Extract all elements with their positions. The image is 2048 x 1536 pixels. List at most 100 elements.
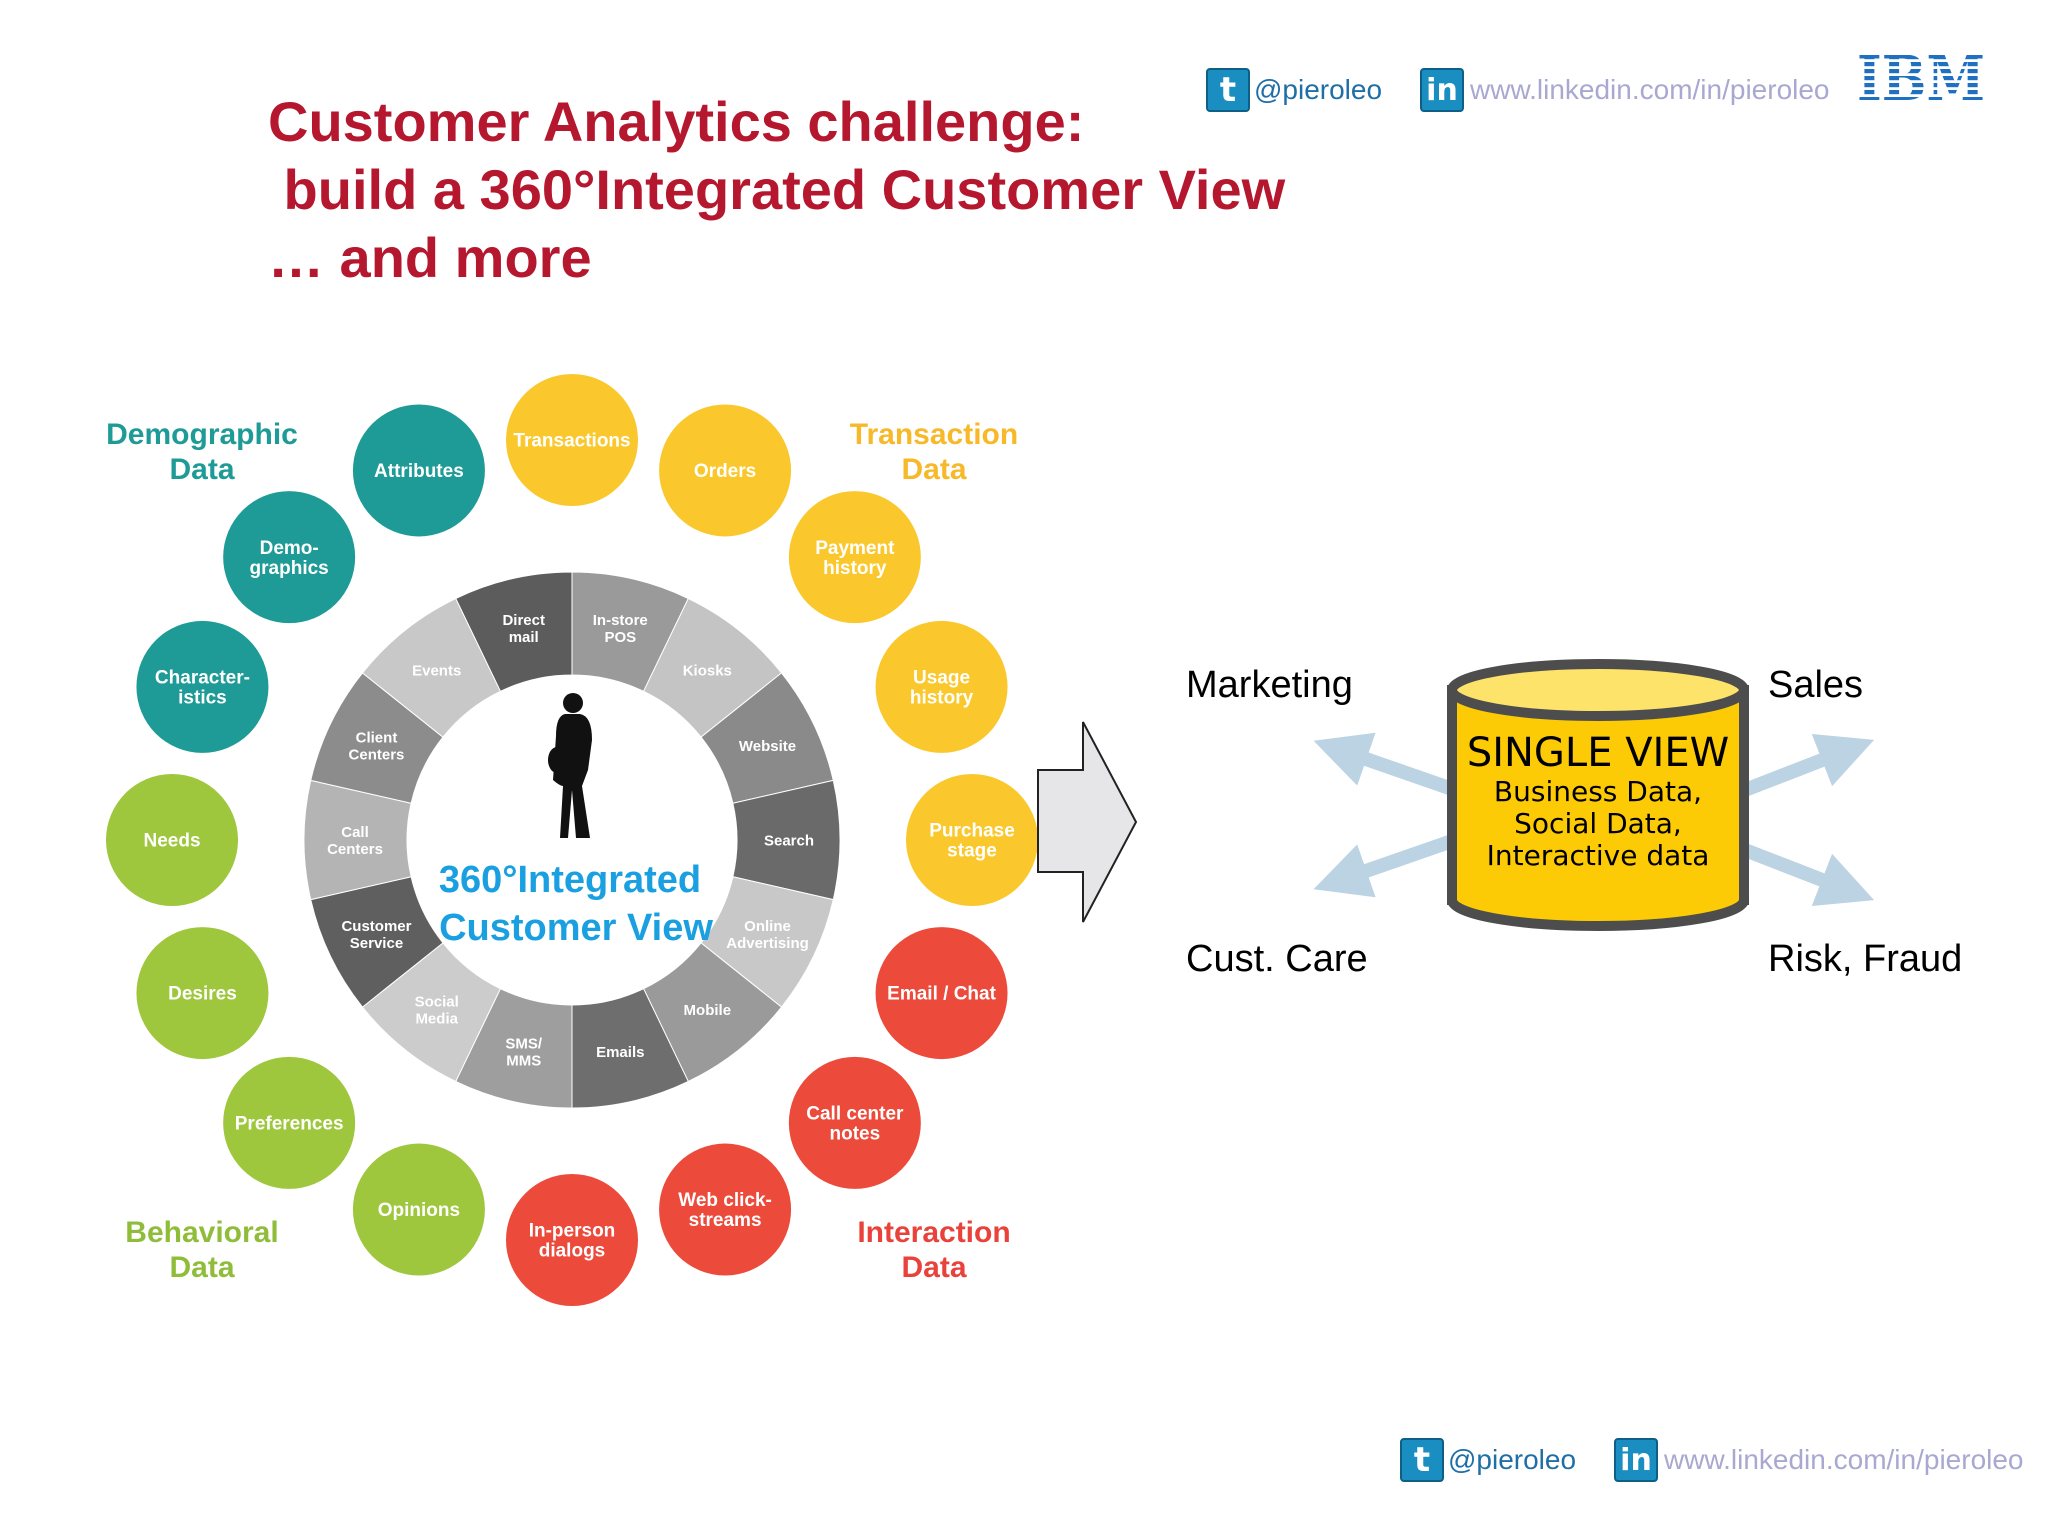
arrow-marketing-icon [1313, 732, 1458, 797]
label-marketing: Marketing [1186, 664, 1353, 706]
label-sales: Sales [1768, 664, 1864, 706]
ring-label-call-centers-line: Centers [327, 841, 383, 858]
ring-label-events-line: Events [412, 663, 461, 680]
source-label-call-center-notes-line: notes [829, 1123, 880, 1144]
arrow-risk-fraud-icon [1742, 843, 1875, 906]
source-label-transactions: Transactions [513, 431, 630, 452]
ring-label-call-centers-line: Call [341, 824, 369, 841]
source-label-call-center-notes-line: Call center [806, 1103, 904, 1124]
group-label-interaction-data-line: Interaction [857, 1216, 1010, 1249]
source-circle-character-istics [136, 620, 269, 753]
source-label-preferences: Preferences [235, 1113, 344, 1134]
source-label-opinions: Opinions [378, 1200, 460, 1221]
source-circle-attributes [352, 404, 485, 537]
source-label-transactions-line: Transactions [513, 431, 630, 452]
ring-label-online-advertising-line: Advertising [726, 935, 809, 952]
source-circle-transactions [506, 374, 638, 506]
source-label-web-click-streams-line: Web click- [678, 1190, 772, 1211]
ring-label-in-store-pos-line: POS [604, 629, 636, 646]
source-circle-in-person-dialogs [506, 1174, 638, 1306]
ring-label-direct-mail-line: mail [509, 629, 539, 646]
title-line-2: build a 360°Integrated Customer View [268, 158, 1286, 221]
source-label-demo-graphics-line: Demo- [260, 538, 319, 559]
source-circle-email-chat [875, 927, 1008, 1060]
ring-label-website-line: Website [739, 738, 796, 755]
group-label-demographic-data-line: Demographic [106, 418, 298, 451]
ring-label-sms-mms-line: SMS/ [505, 1035, 543, 1052]
header-twitter[interactable]: t @pieroleo [1206, 68, 1382, 112]
ring-label-in-store-pos-line: In-store [593, 612, 648, 629]
ring-label-social-media-line: Social [415, 993, 459, 1010]
source-label-demo-graphics-line: graphics [250, 558, 329, 579]
ring-label-sms-mms-line: MMS [506, 1052, 541, 1069]
ring-label-kiosks: Kiosks [683, 663, 732, 680]
source-label-usage-history-line: history [910, 688, 974, 709]
ring-label-customer-service-line: Service [350, 935, 403, 952]
source-label-orders: Orders [694, 461, 756, 482]
source-label-character-istics-line: istics [178, 688, 227, 709]
ring-label-online-advertising-line: Online [744, 918, 791, 935]
source-label-attributes: Attributes [374, 461, 464, 482]
arrow-sales-icon [1742, 734, 1875, 797]
ring-label-kiosks-line: Kiosks [683, 663, 732, 680]
source-label-attributes-line: Attributes [374, 461, 464, 482]
ring-label-search: Search [764, 832, 814, 849]
ring-label-emails-line: Emails [596, 1044, 644, 1061]
source-label-needs-line: Needs [143, 831, 200, 852]
ring-label-client-centers-line: Client [356, 730, 398, 747]
twitter-handle[interactable]: @pieroleo [1448, 1444, 1577, 1475]
twitter-handle[interactable]: @pieroleo [1254, 74, 1383, 105]
transform-arrow-icon [1037, 721, 1138, 923]
source-label-email-chat: Email / Chat [887, 984, 996, 1005]
single-view-database-icon [1447, 659, 1749, 931]
source-label-payment-history-line: history [823, 558, 887, 579]
header-linkedin[interactable]: in www.linkedin.com/in/pieroleo [1420, 68, 1830, 112]
linkedin-url[interactable]: www.linkedin.com/in/pieroleo [1664, 1444, 2024, 1475]
source-circle-orders [659, 404, 792, 537]
label-cust-care: Cust. Care [1186, 938, 1368, 980]
ibm-logo-text: IBM [1857, 48, 1985, 104]
wheel-center-disc [407, 675, 737, 1005]
source-circle-demo-graphics [223, 491, 356, 624]
group-label-transaction-data-line: Transaction [850, 418, 1018, 451]
source-circle-call-center-notes [788, 1056, 921, 1189]
source-label-usage-history-line: Usage [913, 668, 970, 689]
source-circle-desires [136, 927, 269, 1060]
single-view-line: Interactive data [1486, 839, 1710, 872]
group-label-demographic-data-line: Data [169, 453, 234, 486]
linkedin-url[interactable]: www.linkedin.com/in/pieroleo [1470, 74, 1830, 105]
source-circle-web-click-streams [659, 1143, 792, 1276]
source-circle-payment-history [788, 491, 921, 624]
footer-twitter[interactable]: t @pieroleo [1400, 1438, 1576, 1482]
title-line-1: Customer Analytics challenge: [268, 90, 1085, 153]
source-label-email-chat-line: Email / Chat [887, 984, 996, 1005]
source-label-web-click-streams-line: streams [689, 1210, 762, 1231]
single-view-title: SINGLE VIEW [1466, 730, 1730, 776]
source-circle-opinions [352, 1143, 485, 1276]
person-silhouette-icon [548, 693, 592, 838]
group-label-behavioral-data-line: Behavioral [125, 1216, 278, 1249]
ring-label-client-centers-line: Centers [349, 747, 405, 764]
wheel-center-title-line-2: Customer View [439, 907, 713, 949]
footer-linkedin[interactable]: in www.linkedin.com/in/pieroleo [1614, 1438, 2024, 1482]
source-label-desires: Desires [168, 984, 237, 1005]
source-circle-preferences [223, 1056, 356, 1189]
ring-label-social-media-line: Media [415, 1010, 458, 1027]
twitter-icon: t [1206, 68, 1250, 112]
